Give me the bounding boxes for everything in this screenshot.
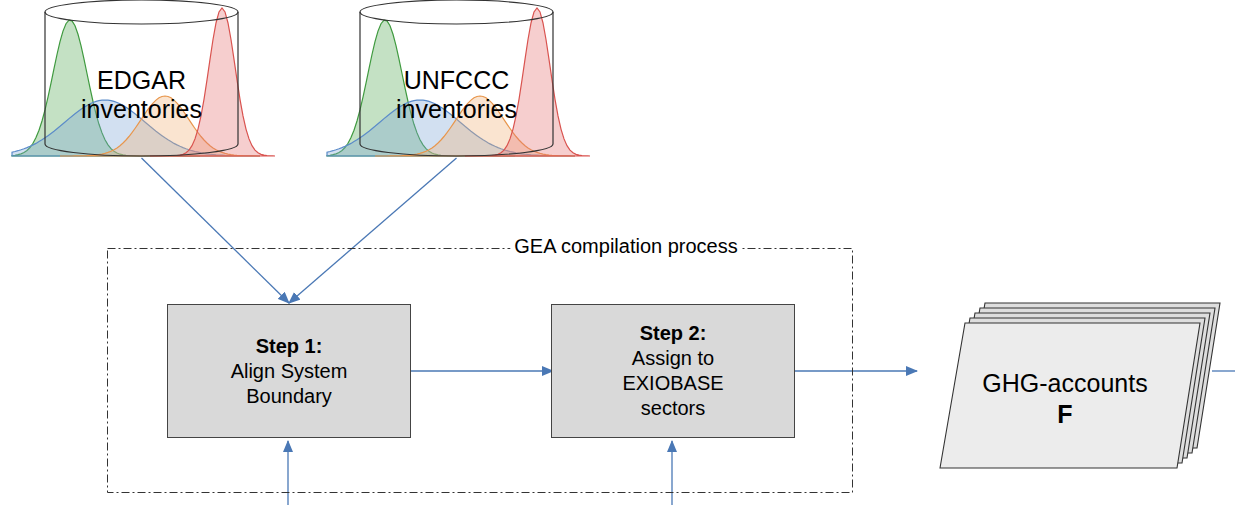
- flow-arrow: [795, 370, 917, 371]
- step-text: Align System Boundary: [204, 359, 374, 409]
- flow-arrow: [142, 158, 290, 303]
- database-label: UNFCCC inventories: [369, 66, 544, 124]
- matrix-symbol: F: [1057, 399, 1072, 430]
- step-text: Assign to EXIOBASE sectors: [613, 346, 733, 421]
- process-boundary: GEA compilation processStep 1:Align Syst…: [107, 248, 853, 493]
- output-line: [1212, 370, 1235, 371]
- output-document: GHG-accountsF: [915, 298, 1225, 470]
- step-heading: Step 1:: [256, 334, 323, 359]
- database-cylinder: UNFCCC inventories: [360, 0, 553, 160]
- step-heading: Step 2:: [640, 321, 707, 346]
- process-box: Step 1:Align System Boundary: [167, 304, 411, 438]
- input-arrow: [671, 441, 672, 505]
- flow-arrow: [289, 158, 457, 303]
- input-arrow: [287, 441, 288, 505]
- database-cylinder: EDGAR inventories: [45, 0, 238, 160]
- group-label: GEA compilation process: [510, 234, 741, 258]
- database-label: EDGAR inventories: [54, 66, 229, 124]
- distribution-curves: [12, 8, 590, 156]
- flow-arrow: [411, 370, 553, 371]
- output-label: GHG-accounts: [982, 368, 1147, 399]
- process-box: Step 2:Assign to EXIOBASE sectors: [551, 304, 795, 438]
